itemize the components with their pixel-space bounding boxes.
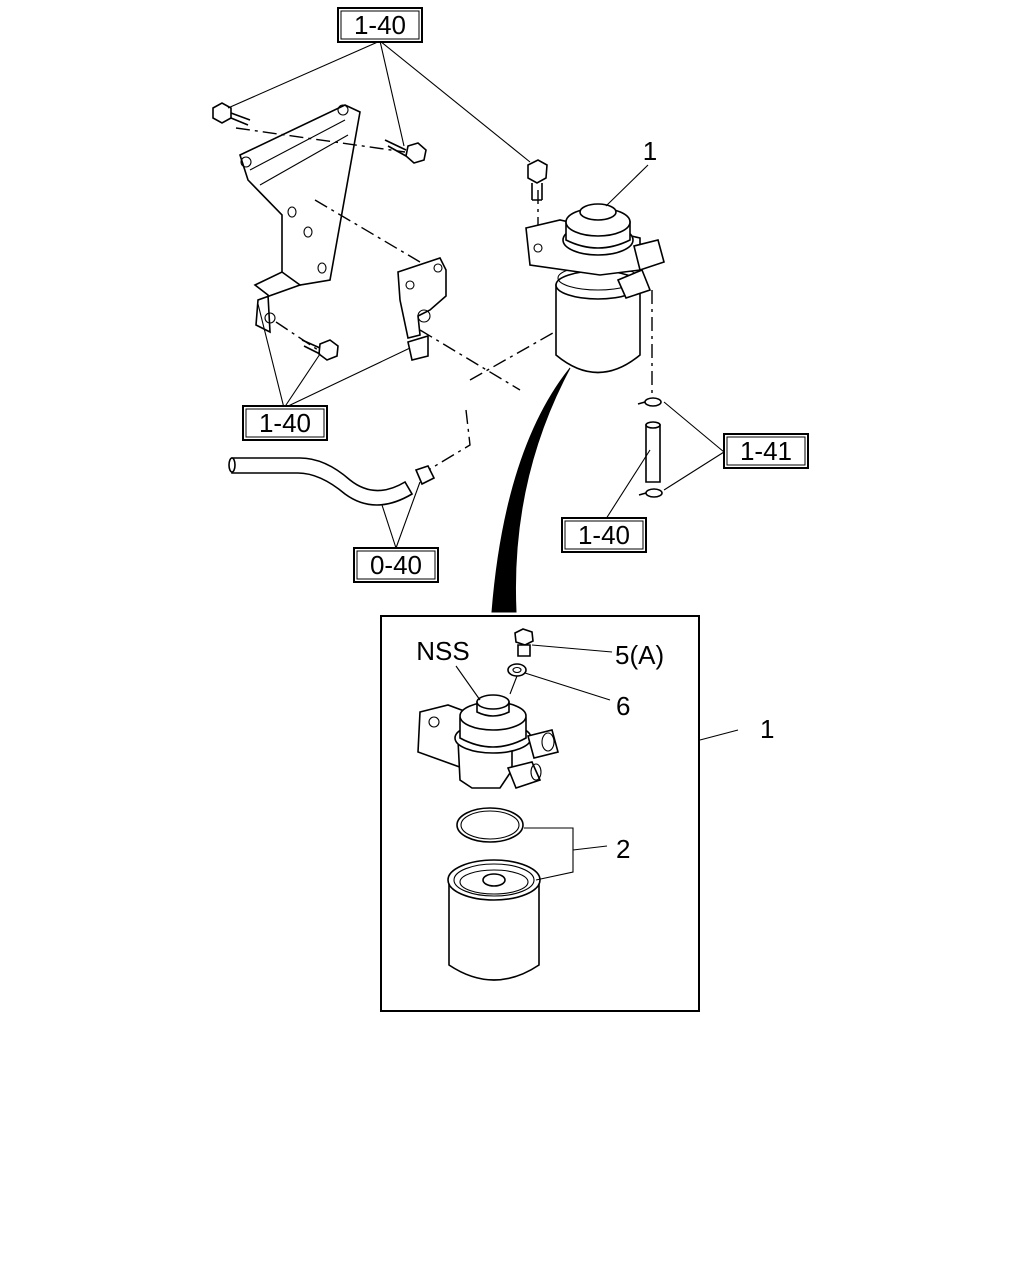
callout-assembly-top: 1 <box>643 136 657 166</box>
mounting-bracket <box>239 104 361 334</box>
ref-label-hose: 0-40 <box>353 547 439 583</box>
callout-washer: 6 <box>616 691 630 721</box>
svg-text:1-40: 1-40 <box>578 520 630 550</box>
tube-clip-top <box>637 397 662 407</box>
fuel-tube <box>645 421 661 483</box>
svg-text:1-40: 1-40 <box>259 408 311 438</box>
bracket-bolt-upper-right <box>384 139 427 164</box>
filter-mount-plate <box>397 257 447 361</box>
hose-clip <box>414 465 436 486</box>
leader-lines-detail <box>455 644 739 881</box>
bracket-bolt-upper-left <box>212 102 251 126</box>
svg-text:0-40: 0-40 <box>370 550 422 580</box>
detail-washer <box>507 663 527 677</box>
detail-filter-head <box>417 694 559 789</box>
svg-text:1-40: 1-40 <box>354 10 406 40</box>
ref-label-tube: 1-40 <box>561 517 647 553</box>
head-bolt <box>527 159 548 201</box>
detail-drain-plug <box>514 628 534 657</box>
detail-view-frame <box>380 615 700 1012</box>
detail-filter-element <box>447 859 541 981</box>
fuel-filter-assembly <box>525 203 665 374</box>
callout-element: 2 <box>616 834 630 864</box>
ref-label-bracket-bottom: 1-40 <box>242 405 328 441</box>
callout-nss: NSS <box>416 636 469 666</box>
callout-plug: 5(A) <box>615 640 664 670</box>
svg-text:1-41: 1-41 <box>740 436 792 466</box>
ref-label-clip: 1-41 <box>723 433 809 469</box>
fuel-hose <box>228 457 414 506</box>
leader-lines-upper <box>227 40 725 549</box>
callout-assembly-detail: 1 <box>760 714 774 744</box>
tube-clip-bottom <box>638 488 663 498</box>
detail-o-ring <box>456 807 524 843</box>
detail-pointer-arrow <box>491 367 571 613</box>
ref-label-top: 1-40 <box>337 7 423 43</box>
